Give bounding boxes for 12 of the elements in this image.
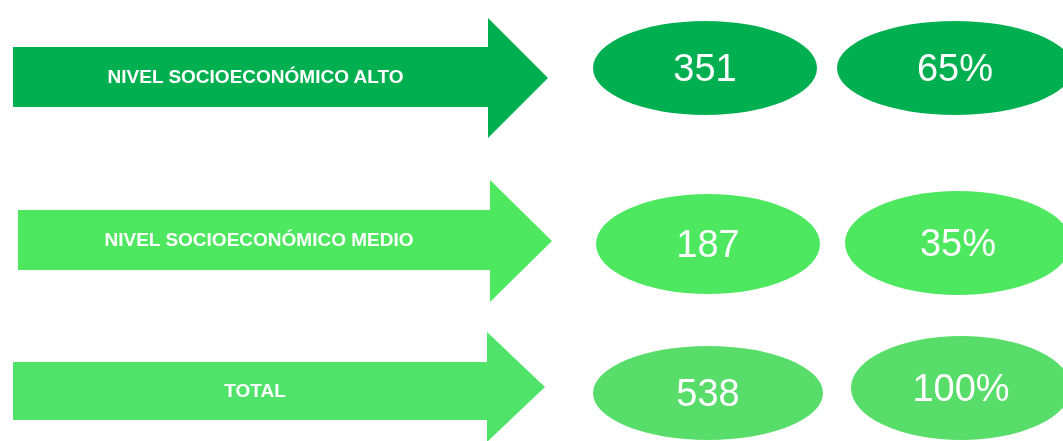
arrow-label: NIVEL SOCIOECONÓMICO MEDIO — [104, 227, 414, 252]
arrow-shape — [18, 180, 552, 302]
arrow-shape — [13, 18, 548, 138]
value-label: 351 — [673, 45, 737, 91]
value-label: 100% — [912, 365, 1010, 411]
value-label: 35% — [919, 220, 997, 266]
arrow-shape — [13, 332, 545, 441]
value-label: 538 — [676, 370, 740, 416]
arrow-label: TOTAL — [224, 378, 286, 403]
arrow-label: NIVEL SOCIOECONÓMICO ALTO — [107, 64, 404, 89]
value-label: 187 — [676, 221, 740, 267]
value-label: 65% — [916, 45, 994, 91]
